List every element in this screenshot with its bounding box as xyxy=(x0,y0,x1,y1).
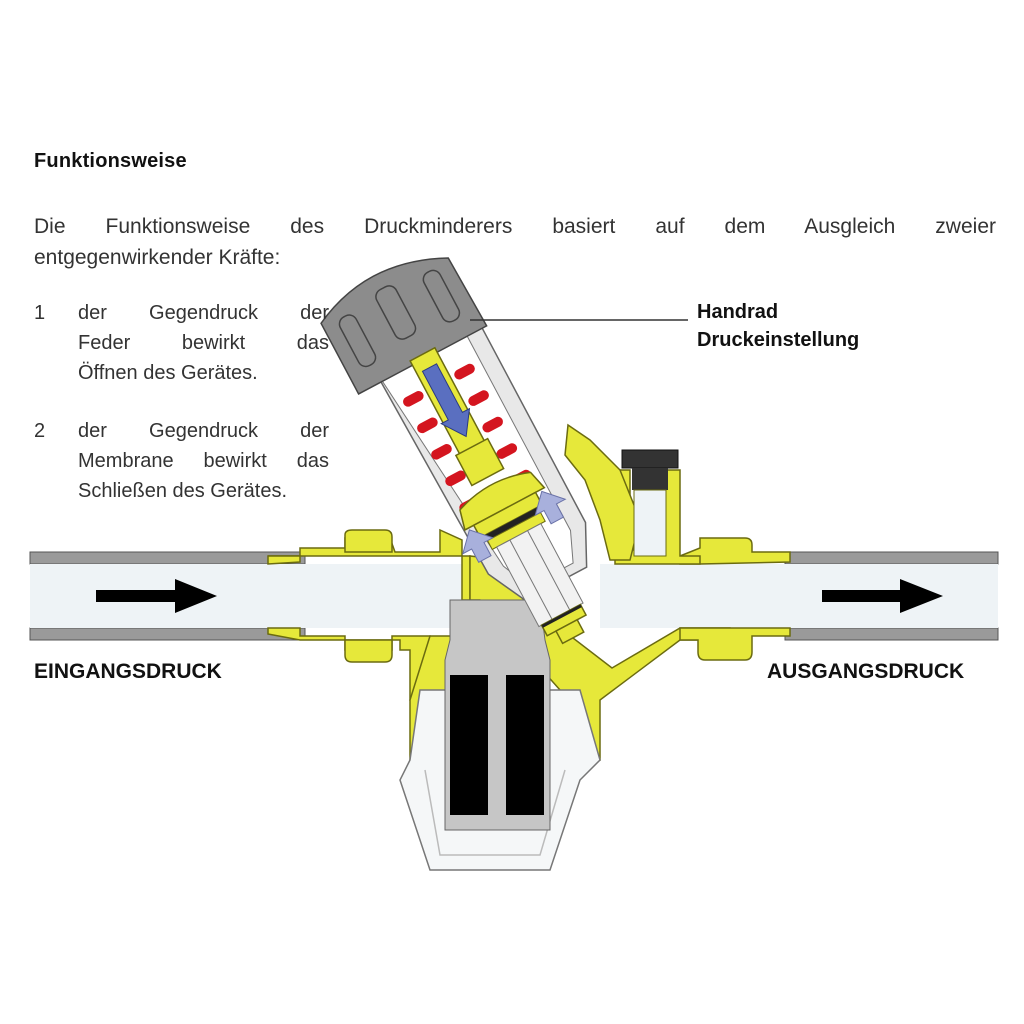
membrane-force-arrow-icon xyxy=(534,490,567,525)
list-line: der Gegendruck der xyxy=(78,420,329,442)
list-line: Feder bewirkt das xyxy=(78,332,329,354)
list-text: der Gegendruck der Membrane bewirkt das … xyxy=(78,416,329,506)
inlet-pressure-label: EINGANGSDRUCK xyxy=(34,660,222,683)
handwheel xyxy=(320,257,488,395)
membrane-force-arrow-icon xyxy=(462,529,495,563)
intro-line-1: Die Funktionsweise des Druckminderers ba… xyxy=(34,215,996,238)
list-line: Membrane bewirkt das xyxy=(78,450,329,472)
outlet-pressure-label: AUSGANGSDRUCK xyxy=(767,660,965,683)
inlet-flow-arrow-icon xyxy=(96,579,217,613)
list-line: Schließen des Gerätes. xyxy=(78,480,287,502)
list-item: 1 der Gegendruck der Feder bewirkt das Ö… xyxy=(34,298,329,388)
intro-paragraph: Die Funktionsweise des Druckminderers ba… xyxy=(34,211,996,273)
list-line: Öffnen des Gerätes. xyxy=(78,362,258,384)
filter-cartridge-left xyxy=(450,675,488,815)
valve-bonnet xyxy=(320,257,588,645)
gauge-port-plug xyxy=(621,449,679,557)
callout-line-1: Handrad xyxy=(697,301,779,323)
handwheel-callout: Handrad Druckeinstellung xyxy=(697,298,859,354)
outlet-flow-arrow-icon xyxy=(822,579,943,613)
filter-cartridge-right xyxy=(506,675,544,815)
list-line: der Gegendruck der xyxy=(78,302,329,324)
spring-force-arrow-icon xyxy=(421,363,471,438)
filter-bowl xyxy=(399,599,601,871)
list-item: 2 der Gegendruck der Membrane bewirkt da… xyxy=(34,416,329,506)
callout-line-2: Druckeinstellung xyxy=(697,329,860,351)
list-text: der Gegendruck der Feder bewirkt das Öff… xyxy=(78,298,329,388)
section-heading: Funktionsweise xyxy=(34,150,187,172)
intro-line-2: entgegenwirkender Kräfte: xyxy=(34,246,281,269)
list-number: 2 xyxy=(34,420,46,442)
list-number: 1 xyxy=(34,302,46,324)
numbered-list: 1 der Gegendruck der Feder bewirkt das Ö… xyxy=(34,298,329,534)
